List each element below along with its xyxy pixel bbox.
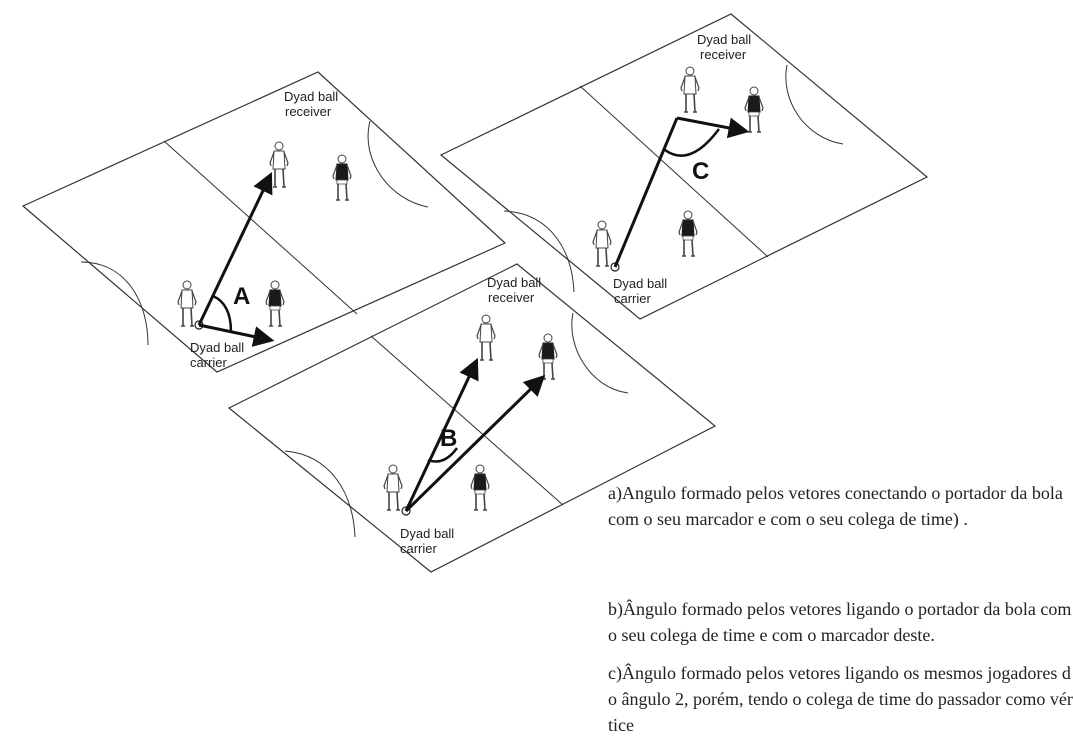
vector-receiver-to-defender <box>676 116 750 139</box>
panel-b: B Dyad ball receiver Dyad ball carrier <box>227 263 717 573</box>
goal-arc-left <box>80 261 149 346</box>
receiver-label-line2: receiver <box>285 104 332 119</box>
panel-a: A Dyad ball receiver Dyad ball carrier <box>21 71 507 373</box>
angle-arc <box>427 447 459 463</box>
goal-arc-left <box>284 450 356 538</box>
carrier-label: Dyad ball <box>613 276 667 291</box>
halfway-line <box>579 85 769 258</box>
vector-to-defender <box>404 374 546 513</box>
carrier-label: Dyad ball <box>400 526 454 541</box>
panel-c: C Dyad ball receiver Dyad ball carrier <box>439 13 929 320</box>
pitch-outline <box>227 263 717 573</box>
angle-label-b: B <box>440 425 457 452</box>
angle-label-a: A <box>233 283 250 310</box>
angle-arc <box>664 128 721 157</box>
pitch-outline <box>439 13 929 320</box>
carrier-label-line2: carrier <box>614 291 652 306</box>
receiver-label: Dyad ball <box>487 275 541 290</box>
vector-to-defender <box>198 323 275 347</box>
receiver-label-line2: receiver <box>488 290 535 305</box>
caption-b: b)Ângulo formado pelos vetores ligando o… <box>608 599 1072 645</box>
receiver-label-line2: receiver <box>700 47 747 62</box>
receiver-label: Dyad ball <box>284 89 338 104</box>
angle-arc <box>212 294 233 333</box>
goal-arc-left <box>503 210 575 293</box>
vector-to-receiver <box>197 171 273 326</box>
angle-label-c: C <box>692 158 709 185</box>
receiver-label: Dyad ball <box>697 32 751 47</box>
halfway-line <box>163 140 358 315</box>
goal-arc-right <box>785 64 844 145</box>
goal-arc-right <box>367 120 429 208</box>
vector-carrier-to-receiver <box>613 117 679 268</box>
caption-a: a)Angulo formado pelos vetores conectand… <box>608 483 1063 529</box>
goal-arc-right <box>571 312 629 394</box>
halfway-line <box>370 335 564 506</box>
carrier-label: Dyad ball <box>190 340 244 355</box>
caption-c: c)Ângulo formado pelos vetores ligando o… <box>608 663 1073 735</box>
carrier-label-line2: carrier <box>190 355 228 370</box>
pitch-outline <box>21 71 507 373</box>
carrier-label-line2: carrier <box>400 541 438 556</box>
vector-to-receiver <box>404 357 479 512</box>
